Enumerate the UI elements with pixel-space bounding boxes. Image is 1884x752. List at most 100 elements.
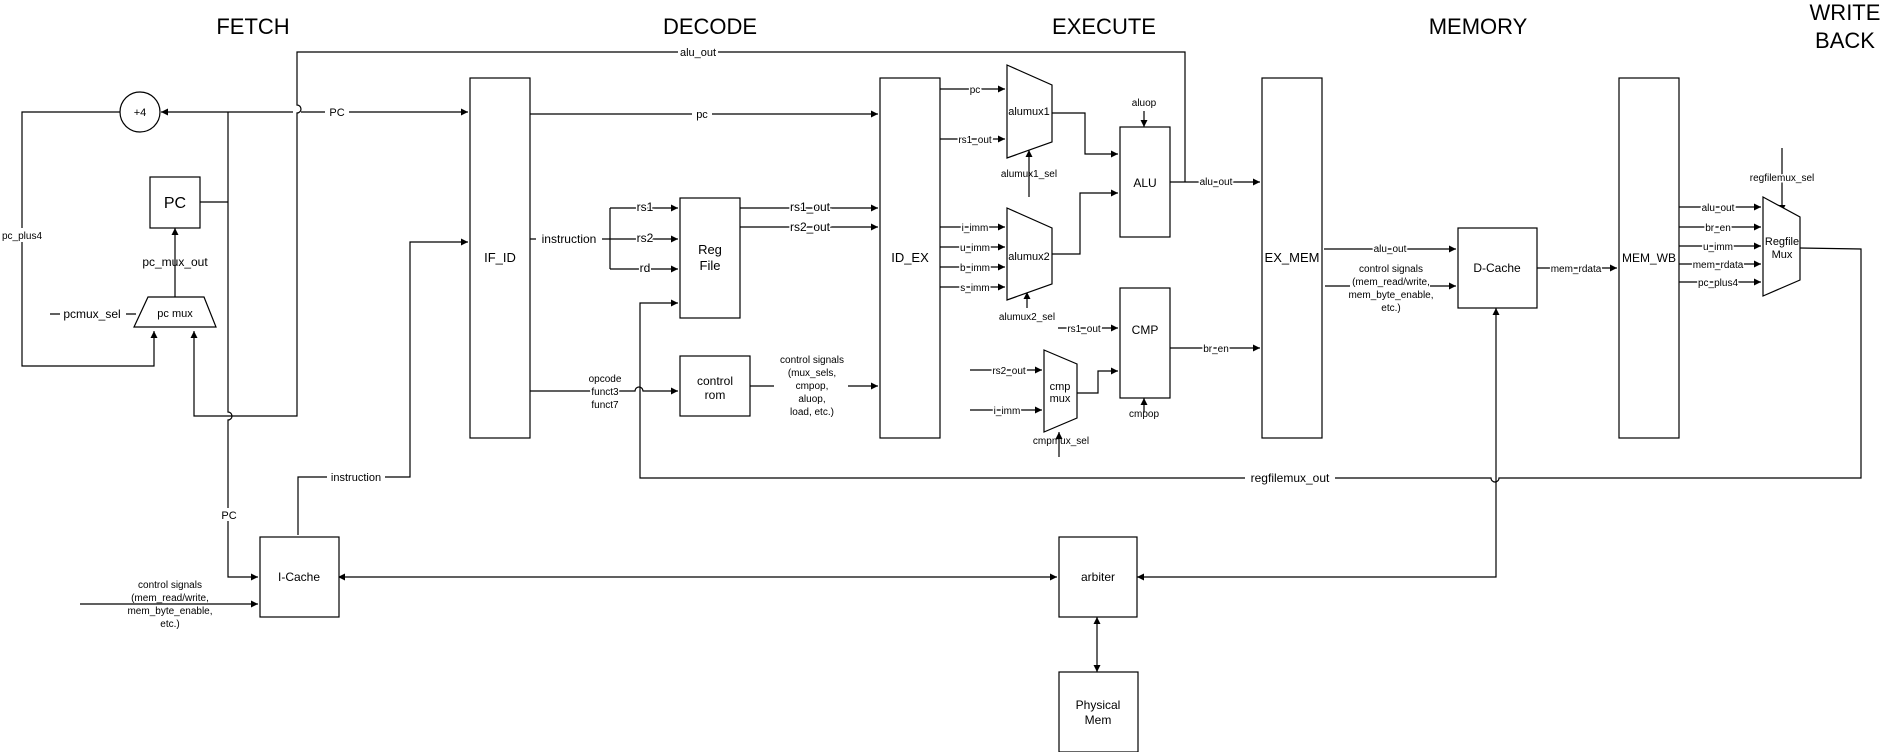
stage-writeback-line1: WRITE	[1810, 0, 1881, 25]
control-signals-icache-line2: (mem_read/write,	[131, 593, 209, 604]
alumux2-label: alumux2	[1008, 251, 1050, 263]
alumux2-out-wire	[1052, 189, 1118, 255]
wb-mem-rdata-label: mem_rdata	[1693, 260, 1744, 271]
opcode-label: opcode	[589, 374, 622, 385]
pc-icache-label: PC	[221, 510, 236, 522]
control-signals-decode-line5: load, etc.)	[790, 407, 834, 418]
reg-file-label-line2: File	[700, 258, 721, 273]
pc-trunk-wire	[200, 112, 258, 577]
control-signals-decode-line3: cmpop,	[796, 381, 829, 392]
regfile-mux-label-line1: Regfile	[1765, 236, 1799, 248]
control-signals-icache-line3: mem_byte_enable,	[127, 606, 212, 617]
ex-mem-register	[1261, 77, 1323, 439]
stage-writeback-line2: BACK	[1815, 28, 1875, 53]
i-cache	[259, 536, 340, 618]
pc-plus4-label: pc_plus4	[2, 231, 42, 242]
instruction-icache-label: instruction	[331, 472, 381, 484]
br-en-label: br_en	[1203, 344, 1229, 355]
u-imm-label: u_imm	[960, 243, 990, 254]
cmpop-label: cmpop	[1129, 409, 1159, 420]
id-ex-register	[879, 77, 941, 439]
pc-mux-label: pc mux	[157, 308, 193, 320]
pc-fetch-label: PC	[329, 107, 344, 119]
i-cache-label: I-Cache	[278, 570, 320, 584]
control-signals-icache-line4: etc.)	[160, 619, 179, 630]
s-imm-label: s_imm	[960, 283, 989, 294]
signal-labels: alu_out PC pc pc_plus4 pcmux_sel pc_mux_…	[0, 46, 1816, 630]
blocks: +4 PC pc mux IF_ID Reg File control rom …	[119, 64, 1801, 752]
alumux1-sel-label: alumux1_sel	[1001, 169, 1057, 180]
wb-pc-plus4-label: pc_plus4	[1698, 278, 1738, 289]
instruction-label: instruction	[542, 232, 597, 246]
stage-headers: FETCH DECODE EXECUTE MEMORY WRITE BACK	[216, 0, 1880, 53]
pc-exec-label: pc	[970, 85, 981, 96]
control-rom	[679, 355, 751, 417]
cmpmux-sel-label: cmpmux_sel	[1033, 436, 1089, 447]
control-rom-label-line2: rom	[705, 388, 726, 402]
d-cache	[1457, 227, 1538, 309]
stage-memory: MEMORY	[1429, 14, 1528, 39]
alumux1-label: alumux1	[1008, 106, 1050, 118]
alumux2-sel-label: alumux2_sel	[999, 312, 1055, 323]
stage-decode: DECODE	[663, 14, 757, 39]
b-imm-label: b_imm	[960, 263, 990, 274]
rs2-out-cmp-label: rs2_out	[992, 366, 1026, 377]
control-signals-mem-line2: (mem_read/write,	[1352, 277, 1430, 288]
rs2-label: rs2	[637, 231, 654, 245]
cmp-mux-out-wire	[1077, 367, 1118, 394]
funct7-label: funct7	[591, 400, 619, 411]
mem-rdata-label: mem_rdata	[1551, 264, 1602, 275]
id-ex-label: ID_EX	[891, 250, 929, 265]
rd-label: rd	[640, 261, 651, 275]
alu-label: ALU	[1133, 176, 1156, 190]
reg-file-label-line1: Reg	[698, 242, 722, 257]
alu-out-feedback-wire	[190, 51, 1186, 417]
rs1-label: rs1	[637, 200, 654, 214]
ex-mem-label: EX_MEM	[1265, 250, 1320, 265]
cmp-mux-label-line1: cmp	[1050, 381, 1071, 393]
adder-label: +4	[134, 107, 147, 119]
stage-fetch: FETCH	[216, 14, 289, 39]
rs1-out-exec-label: rs1_out	[958, 135, 992, 146]
alumux2	[1006, 207, 1053, 301]
alu-out-label: alu_out	[1200, 177, 1233, 188]
pc-mux	[133, 296, 217, 328]
regfilemux-sel-label: regfilemux_sel	[1750, 173, 1814, 184]
alumux1	[1006, 64, 1053, 159]
rs1-out-label: rs1_out	[790, 200, 831, 214]
pc-mux-out-label: pc_mux_out	[142, 255, 208, 269]
mem-wb-label: MEM_WB	[1622, 251, 1676, 265]
wb-br-en-label: br_en	[1705, 223, 1731, 234]
control-signals-mem-line4: etc.)	[1381, 303, 1400, 314]
alumux1-out-wire	[1052, 112, 1118, 158]
arbiter	[1058, 536, 1138, 618]
regfile-mux	[1762, 195, 1801, 297]
if-id-label: IF_ID	[484, 250, 516, 265]
mem-wb-register	[1618, 77, 1680, 439]
control-signals-decode-line2: (mux_sels,	[788, 368, 836, 379]
cmp-label: CMP	[1132, 323, 1159, 337]
d-cache-label: D-Cache	[1473, 261, 1521, 275]
reg-file	[679, 197, 741, 319]
alu-out-mem-label: alu_out	[1374, 244, 1407, 255]
cmp-mux	[1043, 349, 1078, 433]
cmp	[1119, 287, 1171, 399]
pcmux-sel-label: pcmux_sel	[63, 307, 120, 321]
control-signals-mem-line1: control signals	[1359, 264, 1423, 275]
stage-execute: EXECUTE	[1052, 14, 1156, 39]
regfilemux-out-label: regfilemux_out	[1251, 471, 1330, 485]
alu-out-top-label: alu_out	[680, 47, 716, 59]
icache-instruction-wire	[297, 238, 468, 535]
funct3-label: funct3	[591, 387, 619, 398]
wb-u-imm-label: u_imm	[1703, 242, 1733, 253]
control-signals-mem-line3: mem_byte_enable,	[1348, 290, 1433, 301]
cmp-mux-label-line2: mux	[1050, 393, 1071, 405]
dcache-arbiter-wire	[1137, 308, 1500, 581]
i-imm-label: i_imm	[962, 223, 989, 234]
physical-mem-label-line1: Physical	[1076, 698, 1121, 712]
pc-register	[149, 176, 201, 229]
if-id-register	[469, 77, 531, 439]
alu	[1119, 126, 1171, 238]
control-rom-label-line1: control	[697, 374, 733, 388]
opcode-wire	[530, 386, 678, 395]
